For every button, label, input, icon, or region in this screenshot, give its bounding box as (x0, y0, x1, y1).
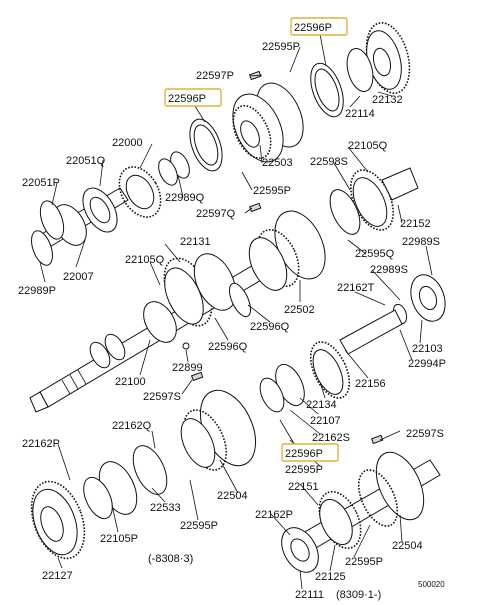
label-22595P-lower[interactable]: 22595P (285, 464, 323, 476)
label-22107[interactable]: 22107 (310, 415, 341, 427)
bearing-22989Q (158, 151, 190, 186)
label-22105P[interactable]: 22105P (100, 533, 138, 545)
label-22994P[interactable]: 22994P (408, 358, 446, 370)
sleeve-22502 (248, 210, 326, 291)
label-22596P-bottom[interactable]: 22596P (285, 448, 323, 460)
label-22100[interactable]: 22100 (115, 376, 146, 388)
gear-22127 (30, 480, 86, 560)
label-22596Q-right[interactable]: 22596Q (250, 321, 290, 333)
ring-22596P-top (310, 62, 344, 118)
label-22127[interactable]: 22127 (42, 570, 73, 582)
label-22989S-top[interactable]: 22989S (402, 236, 440, 248)
label-22899[interactable]: 22899 (172, 362, 203, 374)
label-22162T[interactable]: 22162T (337, 282, 375, 294)
label-22504-left[interactable]: 22504 (217, 490, 248, 502)
label-22162S[interactable]: 22162S (312, 432, 350, 444)
label-22503[interactable]: 22503 (262, 157, 293, 169)
label-22595P-bottom-right[interactable]: 22595P (345, 556, 383, 568)
label-22595Q[interactable]: 22595Q (355, 248, 395, 260)
snapring-22051P (39, 200, 65, 240)
gear-22152 (329, 167, 419, 235)
label-date-early: (-8308·3) (148, 553, 193, 565)
key-22597Q (248, 202, 262, 213)
label-22162P-right[interactable]: 22162P (255, 509, 293, 521)
label-22105Q-left[interactable]: 22105Q (125, 254, 165, 266)
label-22595P-mid[interactable]: 22595P (253, 185, 291, 197)
label-22111[interactable]: 22111 (295, 589, 324, 601)
ring-22596P-mid (189, 118, 223, 172)
bearing-22103 (339, 274, 446, 355)
label-date-late: (8309·1-) (336, 589, 381, 601)
label-22502[interactable]: 22502 (284, 304, 315, 316)
label-22156[interactable]: 22156 (355, 378, 386, 390)
label-22597S-right[interactable]: 22597S (406, 428, 444, 440)
label-22151[interactable]: 22151 (288, 481, 319, 493)
collar-22533 (83, 445, 168, 520)
highlight-box-22596P-mid (164, 88, 222, 107)
label-22134[interactable]: 22134 (306, 399, 337, 411)
label-22103[interactable]: 22103 (412, 343, 443, 355)
leader-lines (39, 33, 433, 590)
highlight-box-22596P-top (290, 17, 348, 36)
label-layer: 22596P 22595P 22597P 22596P 22132 22114 … (18, 22, 446, 601)
label-22596Q-left[interactable]: 22596Q (208, 341, 248, 353)
label-22596P-mid[interactable]: 22596P (168, 93, 206, 105)
snapring-22989P (31, 230, 53, 266)
label-22132[interactable]: 22132 (372, 94, 403, 106)
highlight-box-22596P-bottom (281, 443, 339, 462)
label-22595P-bottom-left[interactable]: 22595P (180, 520, 218, 532)
label-22162P-left[interactable]: 22162P (22, 438, 60, 450)
document-number: 500020 (418, 580, 445, 589)
label-22105Q-top[interactable]: 22105Q (348, 140, 388, 152)
label-22162Q[interactable]: 22162Q (112, 420, 152, 432)
label-22598S[interactable]: 22598S (310, 156, 348, 168)
label-22504-right[interactable]: 22504 (392, 540, 423, 552)
highlight-boxes (164, 17, 348, 462)
key-22597S-left (190, 371, 204, 382)
sleeve-22503 (232, 82, 304, 163)
label-22007[interactable]: 22007 (63, 271, 94, 283)
label-22114[interactable]: 22114 (345, 108, 375, 120)
label-22597P[interactable]: 22597P (196, 70, 234, 82)
label-22596P-top[interactable]: 22596P (294, 22, 332, 34)
ball-22899 (182, 342, 190, 350)
label-22051Q[interactable]: 22051Q (66, 155, 106, 167)
label-22131[interactable]: 22131 (180, 236, 211, 248)
label-22125[interactable]: 22125 (315, 571, 346, 583)
label-22597Q[interactable]: 22597Q (196, 208, 236, 220)
label-22533[interactable]: 22533 (150, 502, 181, 514)
bearing-22051Q (82, 187, 118, 233)
label-22989P[interactable]: 22989P (18, 285, 56, 297)
gear-22132 (346, 22, 411, 94)
sleeve-22504-right (318, 451, 425, 550)
label-22595P-top[interactable]: 22595P (262, 41, 300, 53)
label-22051P[interactable]: 22051P (22, 177, 60, 189)
key-22597S-right (370, 434, 384, 445)
label-22597S-left[interactable]: 22597S (143, 391, 181, 403)
label-22989S-mid[interactable]: 22989S (370, 264, 408, 276)
gear-22131 (163, 253, 252, 327)
label-22989Q[interactable]: 22989Q (165, 192, 205, 204)
label-22152[interactable]: 22152 (400, 218, 431, 230)
sleeve-22504-left (180, 389, 257, 471)
label-22000[interactable]: 22000 (112, 137, 143, 149)
